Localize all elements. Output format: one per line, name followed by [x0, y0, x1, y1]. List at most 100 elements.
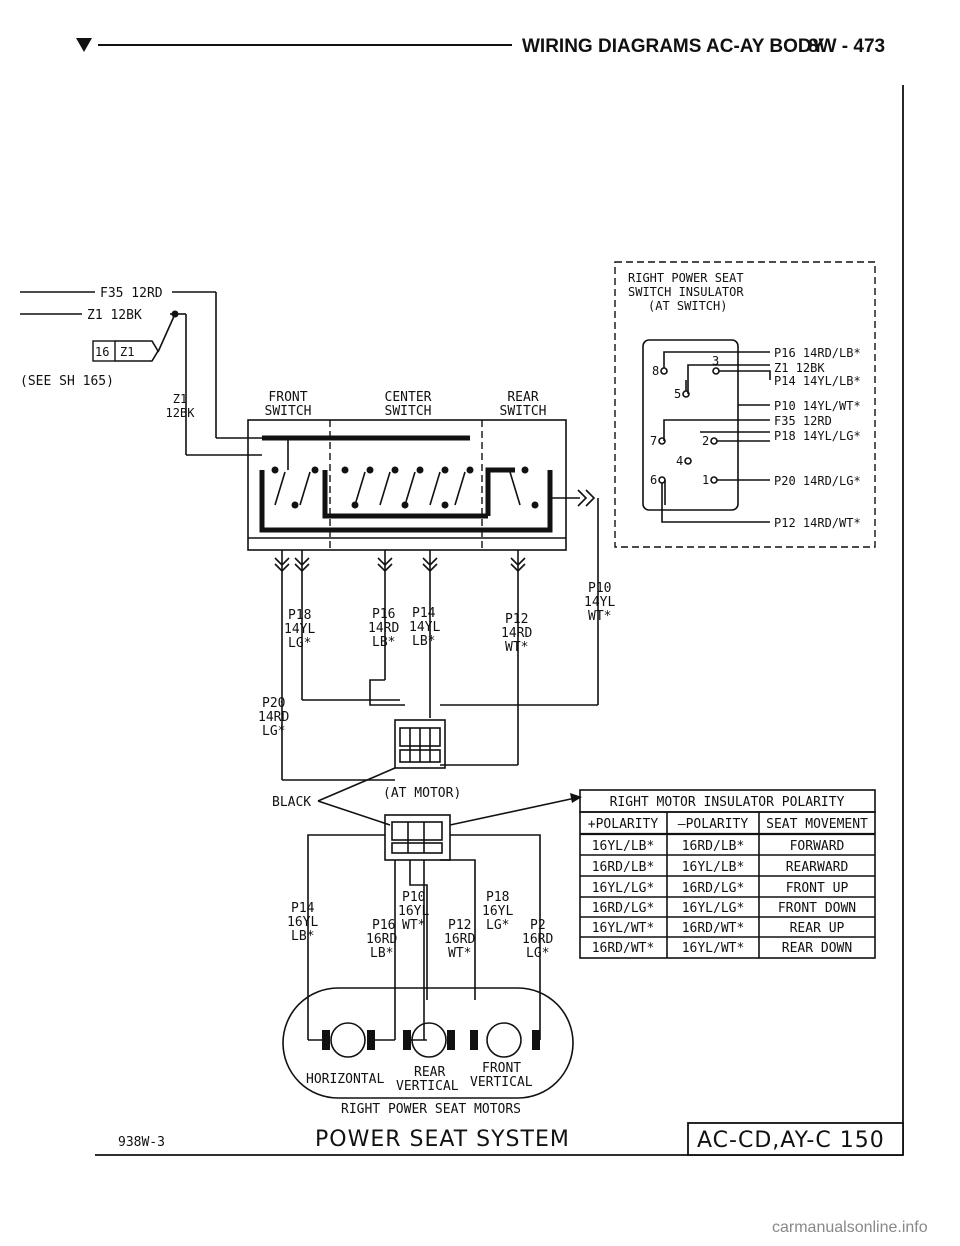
table-cell: 16RD/LG* [682, 881, 745, 896]
insulator-pin: 7 [650, 434, 657, 448]
motor-connector: (AT MOTOR) BLACK [272, 719, 582, 861]
col-header-movement: SEAT MOVEMENT [766, 817, 868, 832]
motor-wire-p10-circuit: P10 [402, 890, 425, 905]
insulator-wire: P16 14RD/LB* [774, 346, 861, 360]
page-frame [95, 85, 904, 1156]
footer-models: AC-CD,AY-C 150 [697, 1128, 885, 1153]
insulator-body [642, 339, 739, 511]
motor-wire-p14-color: LB* [291, 929, 314, 944]
header-triangle-icon [76, 38, 92, 52]
insulator-pin: 1 [702, 473, 709, 487]
motor-wire-p14-circuit: P14 [291, 901, 315, 916]
front-switch-label: FRONT [268, 390, 307, 405]
watermark: carmanualsonline.info [772, 1219, 928, 1236]
table-cell: 16RD/WT* [592, 941, 655, 956]
motor-wire-p14-gauge: 16YL [287, 915, 318, 930]
motor-wire-p2-color: LG* [526, 946, 549, 961]
wire-p10-gauge: 14YL [584, 595, 615, 610]
wire-label-z1: Z1 12BK [87, 308, 142, 323]
motor-wire-p18-color: LG* [486, 918, 509, 933]
wire-p12-color: WT* [505, 640, 528, 655]
motor-wire-p18-gauge: 16YL [482, 904, 513, 919]
wire-label-f35: F35 12RD [100, 286, 163, 301]
motor-wire-p2-circuit: P2 [530, 918, 546, 933]
wire-p16-color: LB* [372, 635, 395, 650]
motors-outline [282, 987, 574, 1099]
wire-p18-circuit: P18 [288, 608, 311, 623]
table-cell: REAR UP [790, 921, 845, 936]
wire-p16-gauge: 14RD [368, 621, 399, 636]
motor-wire-p12-circuit: P12 [448, 918, 471, 933]
motor-wire-p18-circuit: P18 [486, 890, 509, 905]
motors-caption: RIGHT POWER SEAT MOTORS [341, 1102, 521, 1117]
table-cell: 16RD/WT* [682, 921, 745, 936]
wire-p10-circuit: P10 [588, 581, 611, 596]
insulator-pin: 8 [652, 364, 659, 378]
switch-insulator: RIGHT POWER SEAT SWITCH INSULATOR (AT SW… [614, 261, 876, 548]
drop-wire-circuit: Z1 [173, 392, 187, 406]
motor-wire-p10-color: WT* [402, 918, 425, 933]
seat-switch-assembly [238, 419, 596, 551]
table-cell: FRONT DOWN [778, 901, 856, 916]
wire-p14-color: LB* [412, 634, 435, 649]
footer-model-box [687, 1122, 904, 1156]
motor-wire-p16-color: LB* [370, 946, 393, 961]
see-sheet-note: (SEE SH 165) [20, 374, 114, 389]
col-header-negative: —POLARITY [678, 817, 749, 832]
motor-wire-p16-gauge: 16RD [366, 932, 397, 947]
wire-p18-color: LG* [288, 636, 311, 651]
table-cell: 16YL/LB* [592, 839, 655, 854]
center-switch-label: CENTER [385, 390, 432, 405]
motor-wire-p12-color: WT* [448, 946, 471, 961]
table-cell: 16YL/WT* [592, 921, 655, 936]
motor-name-rear: REAR [414, 1065, 445, 1080]
table-cell: 16YL/LB* [682, 860, 745, 875]
table-cell: 16RD/LG* [592, 901, 655, 916]
wire-p12-gauge: 14RD [501, 626, 532, 641]
insulator-pin: 2 [702, 434, 709, 448]
polarity-table-title: RIGHT MOTOR INSULATOR POLARITY [610, 795, 845, 810]
page-header: WIRING DIAGRAMS AC-AY BODY 8W - 473 [76, 36, 885, 57]
insulator-wire: Z1 12BK [774, 361, 825, 375]
wire-p14-gauge: 14YL [409, 620, 440, 635]
at-motor-label: (AT MOTOR) [383, 786, 461, 801]
wire-p20-color: LG* [262, 724, 285, 739]
black-label: BLACK [272, 795, 311, 810]
insulator-wire: F35 12RD [774, 414, 832, 428]
horizontal-motor-icon [307, 1000, 396, 1058]
center-switch-sublabel: SWITCH [385, 404, 432, 419]
rear-switch-label: REAR [507, 390, 538, 405]
switch-labels: FRONT SWITCH CENTER SWITCH REAR SWITCH [265, 390, 547, 419]
table-cell: FORWARD [790, 839, 845, 854]
motor-name-front: FRONT [482, 1061, 521, 1076]
motor-wire-p10-gauge: 16YL [398, 904, 429, 919]
table-cell: FRONT UP [786, 881, 849, 896]
motor-name-front-vertical: VERTICAL [470, 1075, 533, 1090]
wire-p20-gauge: 14RD [258, 710, 289, 725]
motor-name-rear-vertical: VERTICAL [396, 1079, 459, 1094]
insulator-wire: P14 14YL/LB* [774, 374, 861, 388]
col-header-positive: +POLARITY [588, 817, 659, 832]
insulator-wire: P20 14RD/LG* [774, 474, 861, 488]
wire-p16-circuit: P16 [372, 607, 395, 622]
front-vertical-motor-icon [470, 1000, 541, 1058]
rear-switch-sublabel: SWITCH [500, 404, 547, 419]
insulator-pin: 4 [676, 454, 683, 468]
header-page-number: 8W - 473 [808, 36, 885, 57]
motor-wire-p16-circuit: P16 [372, 918, 395, 933]
insulator-wire: P10 14YL/WT* [774, 399, 861, 413]
table-cell: 16YL/WT* [682, 941, 745, 956]
source-wires: F35 12RD Z1 12BK 16 Z1 (SEE SH 165) Z1 1… [20, 286, 238, 456]
drop-wire-gauge: 12BK [166, 406, 196, 420]
table-cell: REAR DOWN [782, 941, 852, 956]
motor-wire-p12-gauge: 16RD [444, 932, 475, 947]
table-cell: REARWARD [786, 860, 849, 875]
ground-ref-sheet: 16 [95, 345, 109, 359]
page-footer: 938W-3 POWER SEAT SYSTEM AC-CD,AY-C 150 … [118, 1122, 928, 1236]
motor-side-wires: P14 16YL LB* P16 16RD LB* P10 16YL WT* P… [287, 834, 553, 1000]
motor-name-horizontal: HORIZONTAL [306, 1072, 384, 1087]
insulator-pin: 5 [674, 387, 681, 401]
front-switch-sublabel: SWITCH [265, 404, 312, 419]
wire-p20-circuit: P20 [262, 696, 285, 711]
